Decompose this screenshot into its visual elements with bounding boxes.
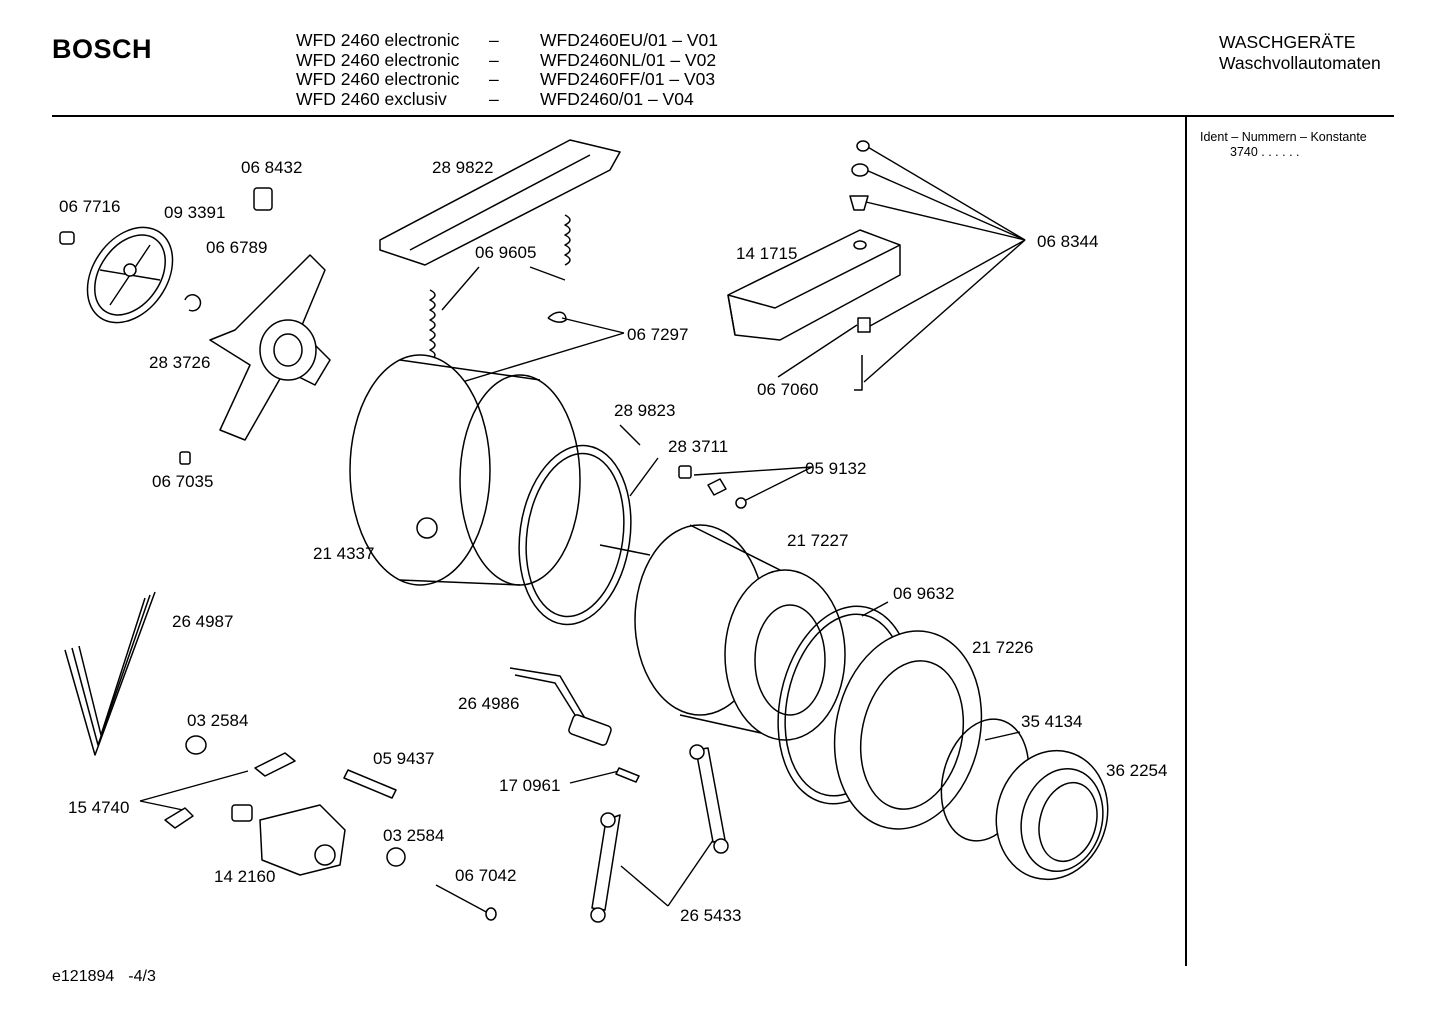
part-label-032584-a: 03 2584 xyxy=(187,711,248,730)
drum-part xyxy=(599,524,846,741)
part-label-067716: 06 7716 xyxy=(59,197,120,216)
clamp-ring-part xyxy=(518,444,632,626)
ident-panel: Ident – Nummern – Konstante 3740 . . . .… xyxy=(1200,130,1367,160)
part-label-066789: 06 6789 xyxy=(206,238,267,257)
part-label-362254: 36 2254 xyxy=(1106,761,1167,780)
model-code: WFD2460/01 – V04 xyxy=(540,88,694,109)
brand-logo: BOSCH xyxy=(52,34,153,64)
sidebar-divider xyxy=(1185,117,1187,966)
part-labels: 06 8432 28 9822 06 7716 09 3391 06 6789 … xyxy=(59,158,1167,925)
part-label-170961: 17 0961 xyxy=(499,776,560,795)
category-title: WASCHGERÄTE xyxy=(1219,32,1356,52)
spring-part xyxy=(429,214,571,361)
tub-rear-part xyxy=(349,354,581,586)
footer: e121894 -4/3 xyxy=(52,968,156,986)
model-dash: – xyxy=(489,49,499,70)
part-label-217227: 21 7227 xyxy=(787,531,848,550)
part-label-214337: 21 4337 xyxy=(313,544,374,563)
part-label-142160: 14 2160 xyxy=(214,867,275,886)
model-code: WFD2460EU/01 – V01 xyxy=(540,30,719,50)
part-label-059437: 05 9437 xyxy=(373,749,434,768)
part-label-067060: 06 7060 xyxy=(757,380,818,399)
part-label-265433: 26 5433 xyxy=(680,906,741,925)
small-parts xyxy=(59,140,871,921)
part-label-283711: 28 3711 xyxy=(668,437,728,456)
doc-id: e121894 xyxy=(52,968,115,985)
shock-absorber-part xyxy=(590,744,729,923)
bracket-part xyxy=(379,139,621,266)
model-dash: – xyxy=(489,88,499,109)
model-code: WFD2460NL/01 – V02 xyxy=(540,49,717,70)
model-code: WFD2460FF/01 – V03 xyxy=(540,69,716,89)
front-cover-part xyxy=(833,630,983,830)
model-name: WFD 2460 exclusiv xyxy=(296,88,447,109)
part-label-283726: 28 3726 xyxy=(149,353,210,372)
part-label-141715: 14 1715 xyxy=(736,244,797,263)
model-dash: – xyxy=(489,30,499,50)
part-label-354134: 35 4134 xyxy=(1021,712,1082,731)
part-label-093391: 09 3391 xyxy=(164,203,225,222)
part-label-067042: 06 7042 xyxy=(455,866,516,885)
page-number: -4/3 xyxy=(128,968,156,985)
category-subtitle: Waschvollautomaten xyxy=(1219,52,1381,73)
ident-value: 3740 . . . . . . xyxy=(1230,145,1300,159)
part-label-264987: 26 4987 xyxy=(172,612,233,631)
ident-title: Ident – Nummern – Konstante xyxy=(1200,130,1367,144)
part-label-067035: 06 7035 xyxy=(152,472,213,491)
category: WASCHGERÄTE Waschvollautomaten xyxy=(1219,32,1381,73)
part-label-059132: 05 9132 xyxy=(805,459,866,478)
model-dash: – xyxy=(489,69,499,89)
header-divider xyxy=(52,115,1394,117)
part-label-264986: 26 4986 xyxy=(458,694,519,713)
gasket-part xyxy=(995,749,1109,881)
spider-arm-part xyxy=(209,254,331,441)
pump-part xyxy=(231,804,346,876)
counterweight-part xyxy=(727,229,901,341)
part-label-067297: 06 7297 xyxy=(627,325,688,344)
part-label-289823: 28 9823 xyxy=(614,401,675,420)
pulley-wheel-part xyxy=(86,226,174,324)
part-label-032584-b: 03 2584 xyxy=(383,826,444,845)
model-name: WFD 2460 electronic xyxy=(296,69,460,89)
leader-lines xyxy=(139,145,1026,907)
part-label-068432: 06 8432 xyxy=(241,158,302,177)
drive-belt-part xyxy=(64,591,156,756)
model-name: WFD 2460 electronic xyxy=(296,30,460,50)
part-label-069632: 06 9632 xyxy=(893,584,954,603)
part-label-289822: 28 9822 xyxy=(432,158,493,177)
part-label-154740: 15 4740 xyxy=(68,798,129,817)
part-label-217226: 21 7226 xyxy=(972,638,1033,657)
heater-part xyxy=(509,667,612,746)
model-name: WFD 2460 electronic xyxy=(296,49,460,70)
part-label-068344: 06 8344 xyxy=(1037,232,1098,251)
part-label-069605: 06 9605 xyxy=(475,243,536,262)
